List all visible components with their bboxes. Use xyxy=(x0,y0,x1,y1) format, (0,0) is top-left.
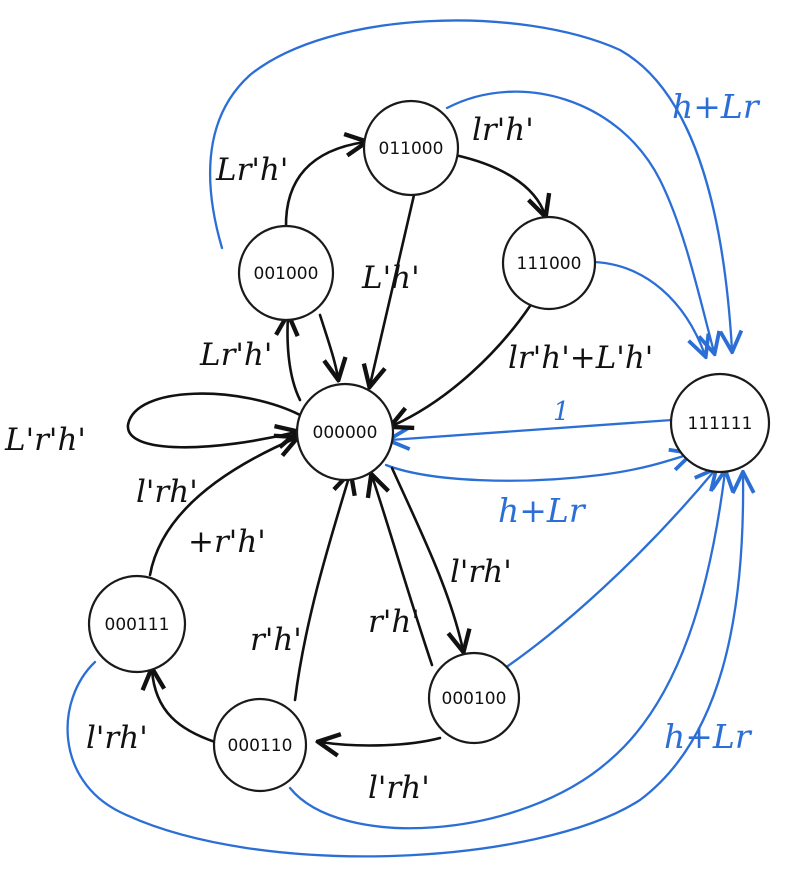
edge-001000-to-111111 xyxy=(208,19,732,350)
label-011000-to-000000: L'h' xyxy=(361,260,420,296)
state-111000-label: 111000 xyxy=(517,254,582,274)
label-000000-to-111111: h+Lr xyxy=(498,491,587,530)
label-top-to-111111: h+Lr xyxy=(672,87,761,126)
state-000110-label: 000110 xyxy=(228,736,293,756)
label-000111-to-000000-b: +r'h' xyxy=(188,524,266,560)
label-000111-to-000000-a: l'rh' xyxy=(136,474,198,510)
edge-000000-to-111111 xyxy=(384,454,690,482)
edge-000000-to-000100 xyxy=(390,466,463,650)
edge-000100-to-000110 xyxy=(320,738,442,745)
edge-000100-to-111111 xyxy=(503,470,715,670)
label-000110-to-000000: r'h' xyxy=(250,622,302,658)
states: 000000 001000 011000 111000 111111 00011… xyxy=(87,99,771,793)
label-111000-to-000000: lr'h'+L'h' xyxy=(508,340,653,376)
edge-111000-to-000000 xyxy=(392,304,532,426)
label-111111-to-000000: 1 xyxy=(553,397,570,427)
edge-001000-to-000000 xyxy=(318,313,338,378)
edge-011000-to-000000 xyxy=(370,193,416,385)
edge-000100-to-000000 xyxy=(372,476,434,667)
state-111111: 111111 xyxy=(669,372,771,474)
state-001000: 001000 xyxy=(237,224,335,322)
state-000000-label: 000000 xyxy=(313,423,378,443)
state-111000: 111000 xyxy=(501,215,597,311)
edge-000110-to-000111 xyxy=(152,670,217,744)
label-000000-to-001000: Lr'h' xyxy=(199,337,272,373)
edge-111000-to-111111 xyxy=(593,260,705,355)
label-011000-to-111000: lr'h' xyxy=(472,112,534,148)
state-000111-label: 000111 xyxy=(105,615,170,635)
label-self-loop: L'r'h' xyxy=(4,422,86,458)
label-000100-to-000110: l'rh' xyxy=(368,770,430,806)
state-111111-label: 111111 xyxy=(688,414,753,434)
state-011000: 011000 xyxy=(362,99,460,197)
label-000100-to-000000: r'h' xyxy=(368,604,420,640)
edge-011000-to-111000 xyxy=(453,153,545,215)
state-000110: 000110 xyxy=(212,697,308,793)
edge-labels: L'r'h' Lr'h' lr'h' L'h' Lr'h' lr'h'+L'h'… xyxy=(4,87,761,806)
blue-edges xyxy=(66,19,744,858)
black-edges xyxy=(126,142,545,745)
state-000100: 000100 xyxy=(427,651,521,745)
edge-000000-to-001000 xyxy=(288,316,302,402)
label-bottom-to-111111: h+Lr xyxy=(664,717,753,756)
state-011000-label: 011000 xyxy=(379,139,444,159)
state-000111: 000111 xyxy=(87,574,187,674)
state-000100-label: 000100 xyxy=(442,689,507,709)
edge-000000-self-loop xyxy=(126,392,300,448)
state-001000-label: 001000 xyxy=(254,264,319,284)
state-000000: 000000 xyxy=(295,382,395,482)
label-001000-to-011000: Lr'h' xyxy=(215,152,288,188)
edge-001000-to-011000 xyxy=(284,142,365,230)
label-000110-to-000111: l'rh' xyxy=(86,720,148,756)
edge-000111-to-000000 xyxy=(148,438,296,577)
edge-111111-to-000000 xyxy=(390,418,674,440)
label-000000-to-000100: l'rh' xyxy=(450,554,512,590)
edge-000111-to-111111 xyxy=(66,474,744,858)
edge-000110-to-111111 xyxy=(288,472,725,830)
edge-011000-to-111111 xyxy=(445,90,714,352)
edge-000110-to-000000 xyxy=(293,474,350,702)
